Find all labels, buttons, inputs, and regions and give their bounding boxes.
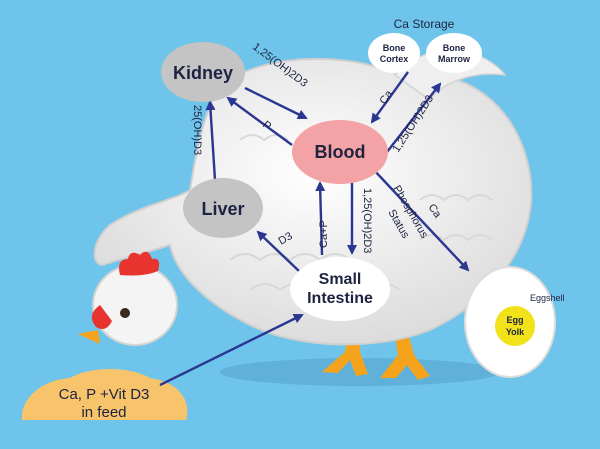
bone-marrow-label-1: Bone: [443, 43, 466, 53]
arrow-blood-to-kidney: [226, 96, 293, 146]
eggshell-label: Eggshell: [530, 293, 565, 303]
node-blood: Blood: [292, 120, 388, 184]
egg-yolk-label-2: Yolk: [506, 327, 525, 337]
intestine-label-2: Intestine: [307, 290, 373, 307]
eye-icon: [120, 308, 130, 318]
arrow-blood-to-egg: [371, 167, 470, 272]
arrow-liver-to-kidney: [205, 99, 217, 181]
arrows: [159, 71, 470, 387]
node-kidney: Kidney: [161, 42, 245, 102]
arrow-blood-to-bone: [386, 82, 442, 153]
feed-pile: Ca, P +Vit D3 in feed: [21, 369, 188, 421]
intestine-label-1: Small: [319, 271, 362, 288]
wattle-icon: [91, 305, 112, 329]
egg-yolk: [495, 306, 535, 346]
bone-cortex-label-1: Bone: [383, 43, 406, 53]
chicken-head: [78, 251, 178, 346]
node-bone-cortex: Bone Cortex: [368, 33, 420, 73]
feed-label-2: in feed: [81, 404, 126, 421]
liver-label: Liver: [201, 199, 244, 219]
arrow-feed-to-intestine: [159, 313, 304, 387]
label-blood-to-intestine: 1,25(OH)2D3: [361, 188, 373, 253]
beak-icon: [78, 330, 100, 344]
bone-cortex-label-2: Cortex: [380, 54, 409, 64]
chicken-body: [93, 49, 533, 346]
bone-marrow-label-2: Marrow: [438, 54, 471, 64]
node-liver: Liver: [183, 178, 263, 238]
blood-label: Blood: [315, 142, 366, 162]
arrow-intestine-to-blood: [315, 180, 326, 256]
comb-icon: [119, 251, 160, 276]
egg: Egg Yolk: [464, 266, 556, 378]
feed-label-1: Ca, P +Vit D3: [59, 386, 150, 403]
label-intestine-to-blood: Ca+P: [318, 220, 330, 248]
label-liver-to-kidney: 25(OH)D3: [191, 105, 203, 155]
arrow-bone-to-blood: [370, 71, 409, 124]
arrow-intestine-to-liver: [256, 230, 301, 273]
egg-yolk-label-1: Egg: [507, 315, 524, 325]
ca-storage-label: Ca Storage: [394, 17, 455, 31]
kidney-label: Kidney: [173, 63, 233, 83]
node-bone-marrow: Bone Marrow: [426, 33, 482, 73]
arrow-kidney-to-blood: [244, 86, 308, 120]
node-intestine: Small Intestine: [290, 257, 390, 321]
